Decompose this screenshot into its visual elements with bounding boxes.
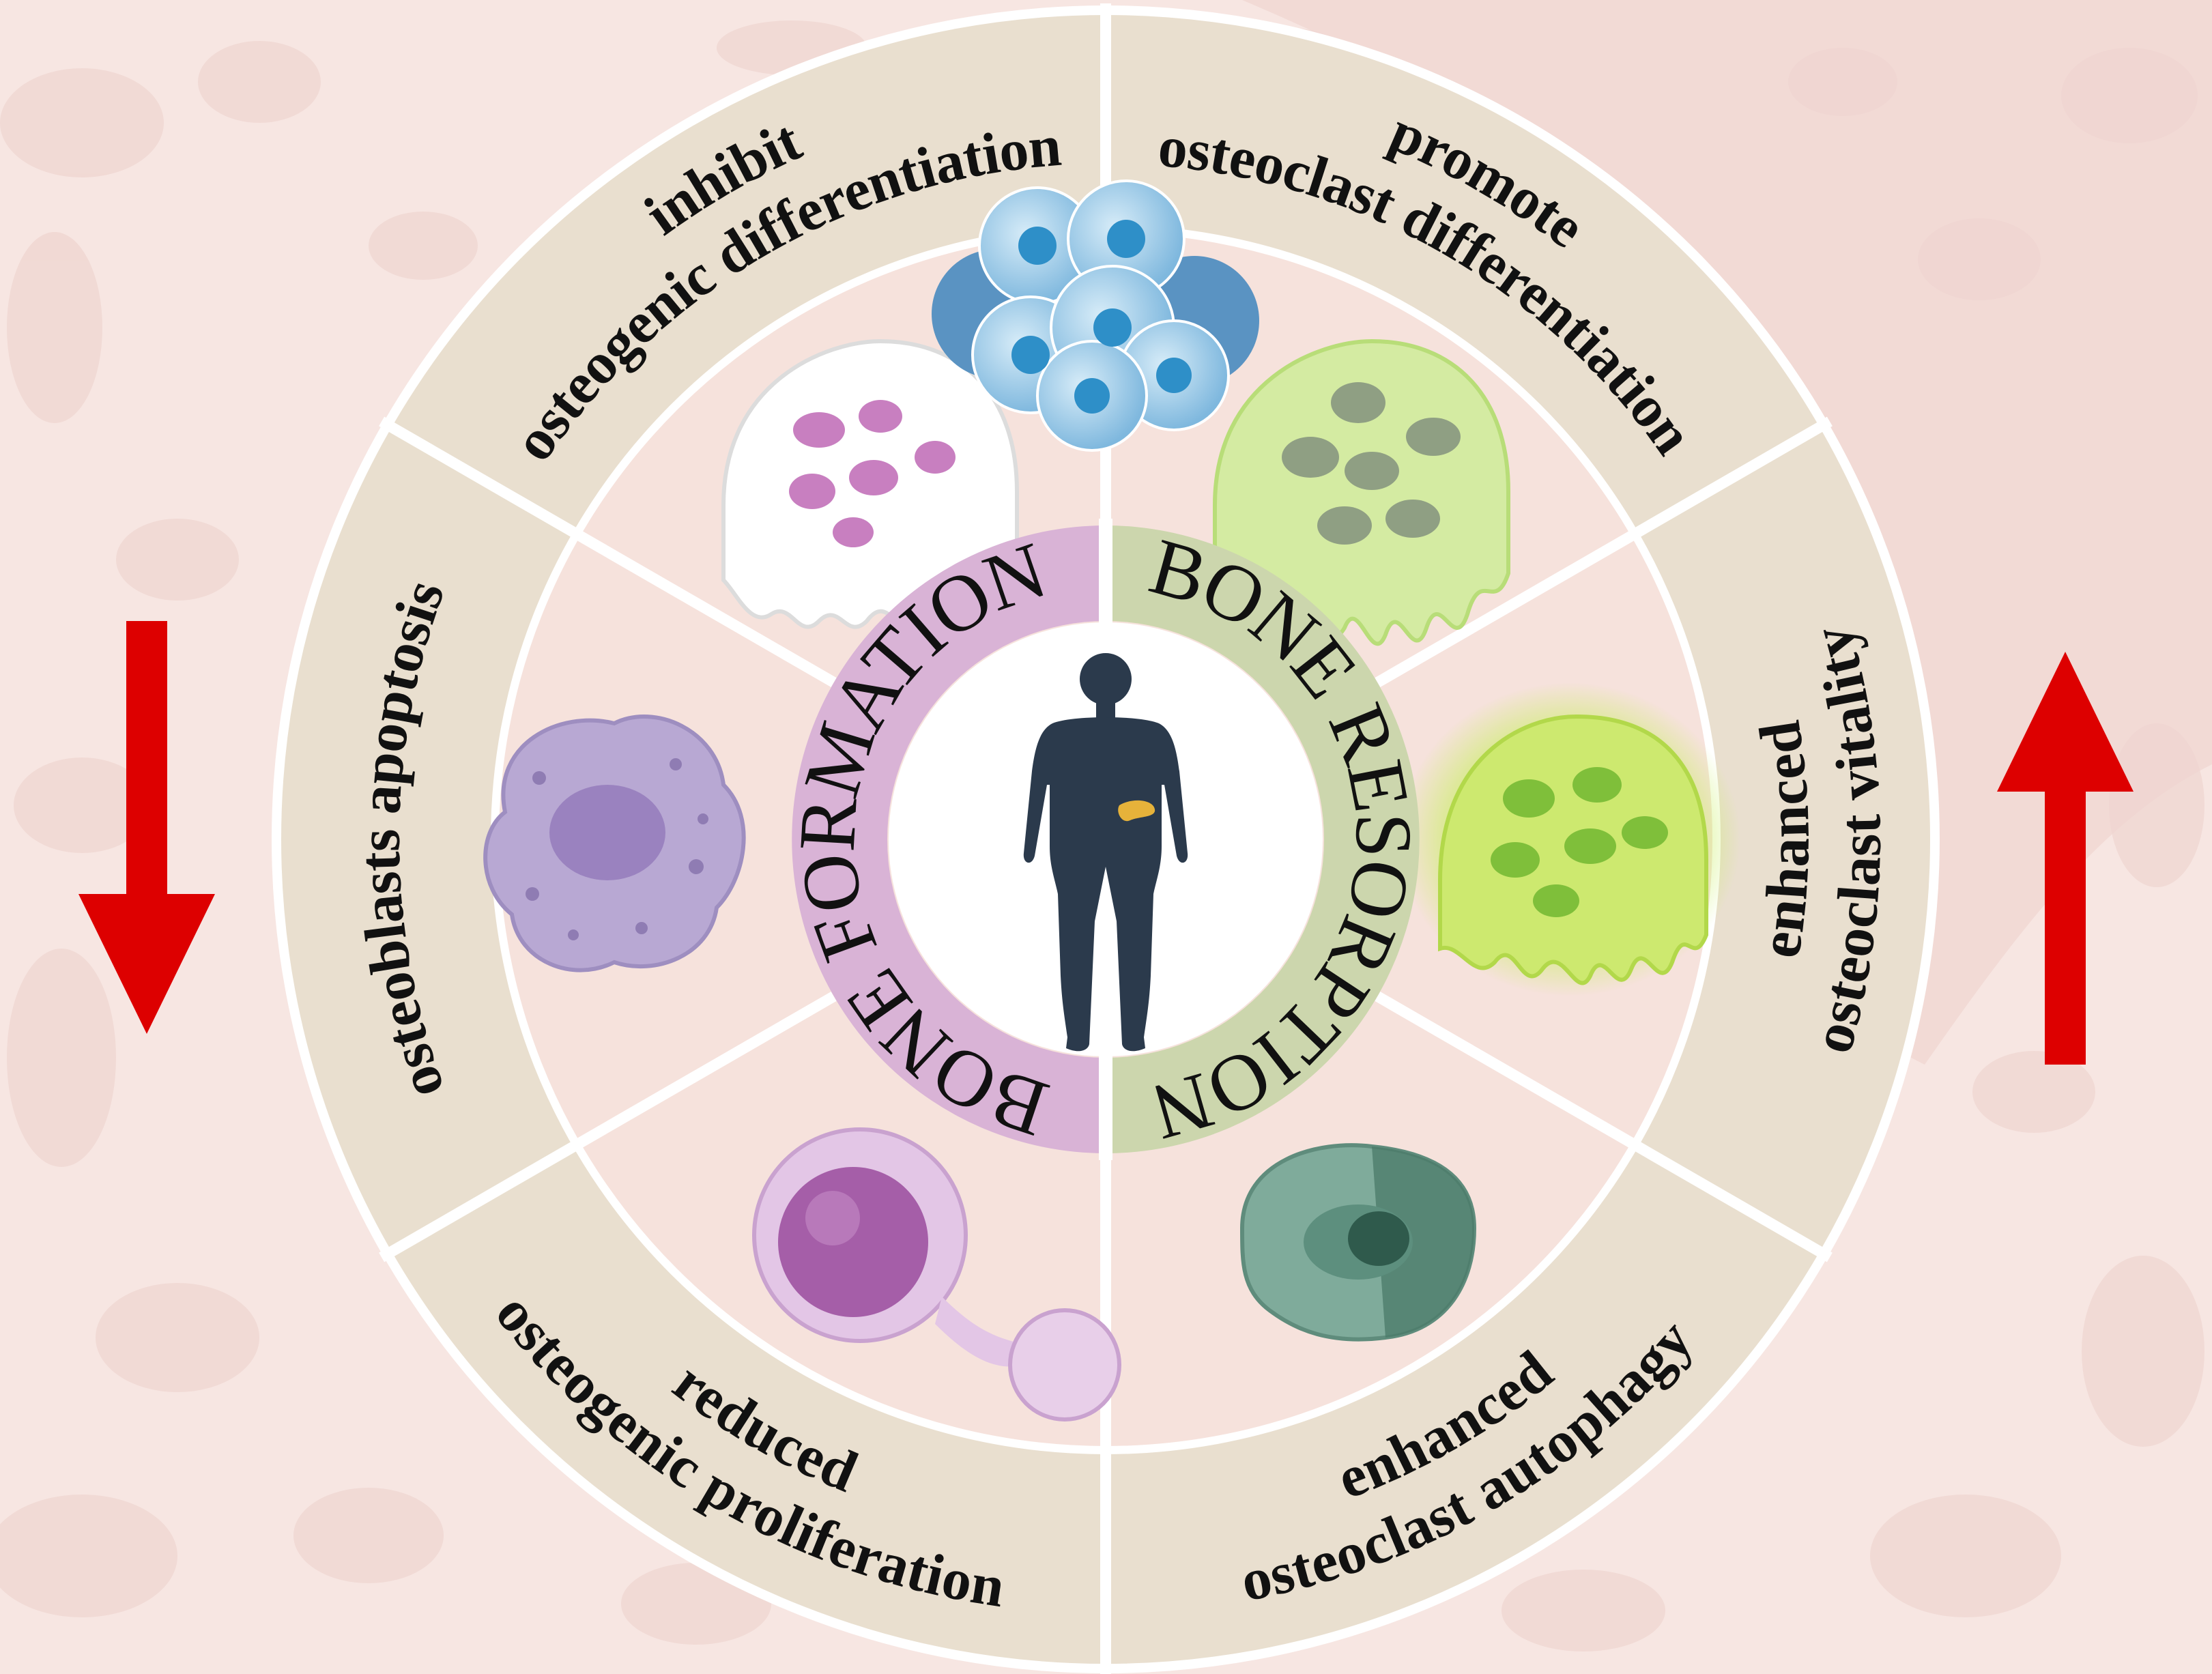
apoptotic-cell-icon xyxy=(483,715,746,972)
proliferating-cell-icon xyxy=(752,1127,1121,1422)
blue-cell-cluster-icon xyxy=(932,179,1259,452)
up-arrow-icon xyxy=(1997,652,2134,1065)
bone-resorption-ring xyxy=(1106,525,1420,1153)
glowing-osteoclast-cell-icon xyxy=(1399,682,1740,996)
segment-divider xyxy=(1375,992,1833,1262)
pancreas-icon xyxy=(1118,800,1155,822)
segment-divider xyxy=(1375,416,1833,687)
autophagic-cell-icon xyxy=(1239,1143,1477,1342)
bone-formation-ring xyxy=(792,525,1106,1153)
green-osteoclast-cell-icon xyxy=(1213,338,1510,646)
segment-divider xyxy=(379,416,837,687)
bone-background-shape xyxy=(1242,0,2212,1065)
segment-divider xyxy=(379,992,837,1262)
segment-label-enhanced-osteoclast-vitality: enhanced xyxy=(1747,717,1822,962)
human-silhouette-icon xyxy=(1023,653,1188,1052)
down-arrow-icon xyxy=(78,621,215,1034)
